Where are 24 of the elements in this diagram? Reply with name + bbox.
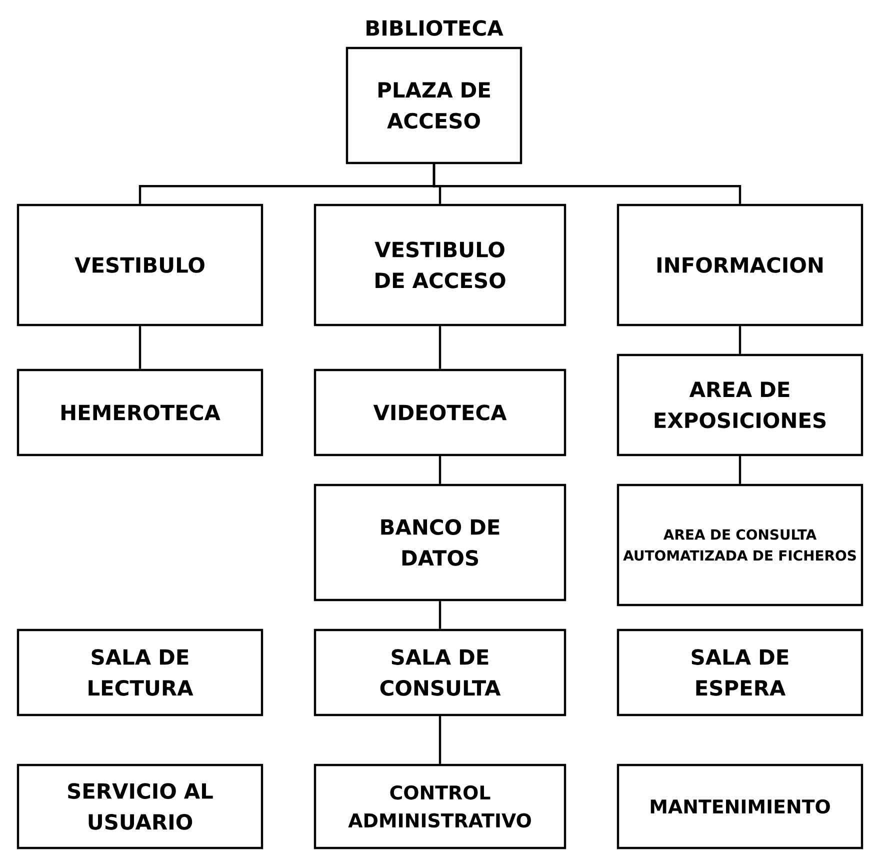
connector-line — [432, 164, 742, 204]
room-box: AREA DE EXPOSICIONES — [616, 354, 864, 456]
room-box: MANTENIMIENTO — [616, 764, 864, 850]
room-box: BANCO DE DATOS — [314, 484, 566, 602]
room-box: PLAZA DE ACCESO — [346, 46, 522, 164]
room-box: SALA DE ESPERA — [616, 628, 864, 716]
room-box: HEMEROTECA — [16, 368, 264, 456]
room-box: VESTIBULO DE ACCESO — [314, 204, 566, 326]
connector-line — [738, 326, 742, 354]
room-box: VESTIBULO — [16, 204, 264, 326]
connector-line — [738, 456, 742, 484]
connector-line — [438, 326, 442, 369]
title: BIBLIOTECA — [366, 20, 504, 36]
connector-line — [438, 601, 442, 629]
room-box: SALA DE LECTURA — [16, 628, 264, 716]
room-box: INFORMACION — [616, 204, 864, 326]
room-box: SALA DE CONSULTA — [314, 628, 566, 716]
room-box: SERVICIO AL USUARIO — [16, 764, 264, 850]
room-box: CONTROL ADMINISTRATIVO — [314, 764, 566, 850]
connector-line — [438, 716, 442, 764]
room-box: VIDEOTECA — [314, 368, 566, 456]
connector-line — [138, 326, 142, 369]
room-box: AREA DE CONSULTA AUTOMATIZADA DE FICHEROS — [616, 484, 864, 606]
connector-line — [438, 456, 442, 484]
